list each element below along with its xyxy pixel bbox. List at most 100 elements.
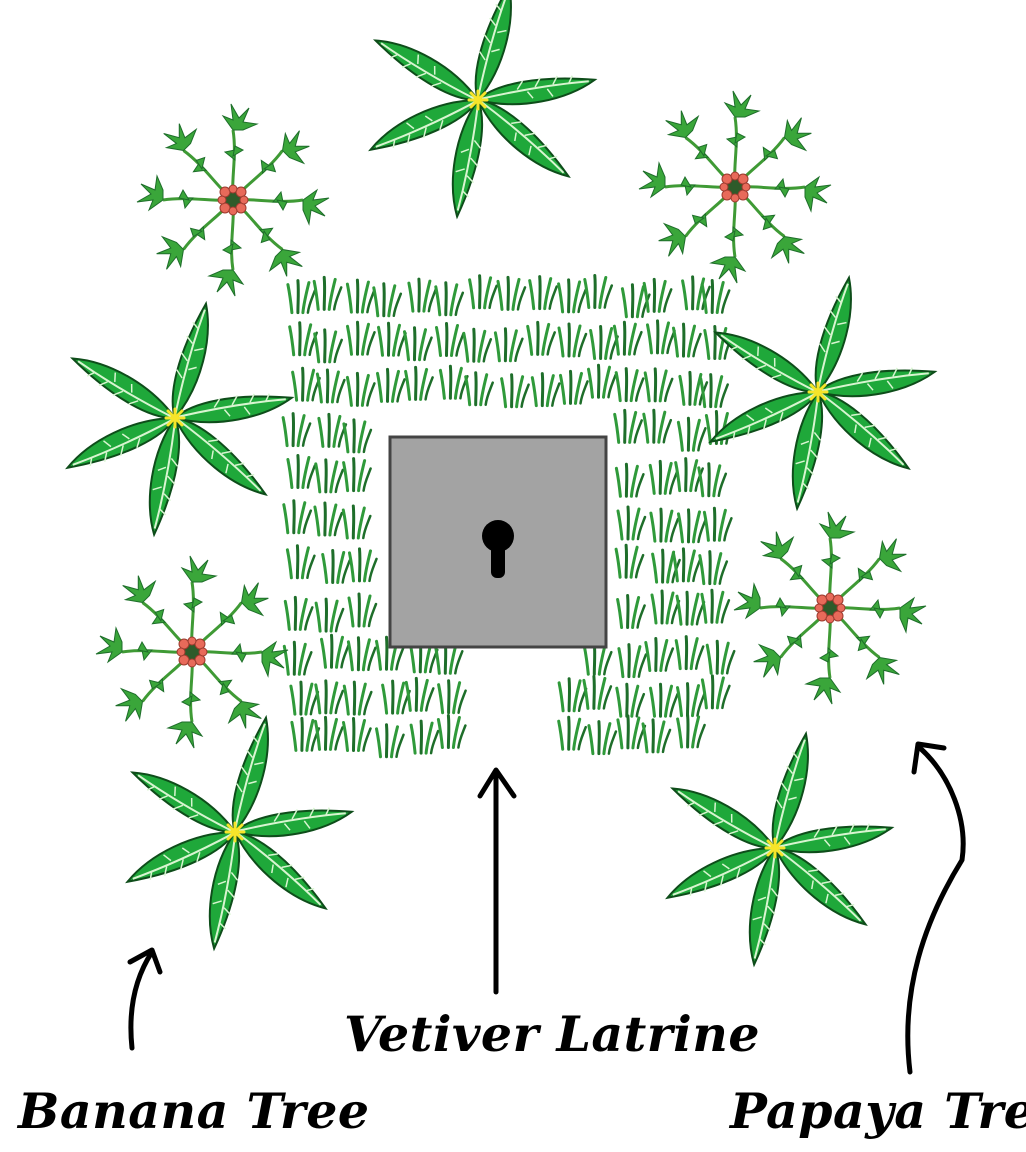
vetiver-grass-icon <box>466 373 493 405</box>
vetiver-grass-icon <box>322 635 349 667</box>
vetiver-grass-icon <box>323 551 350 583</box>
vetiver-grass-icon <box>406 367 433 399</box>
vetiver-grass-icon <box>618 716 645 748</box>
vetiver-grass-icon <box>616 369 643 401</box>
vetiver-grass-icon <box>283 414 310 446</box>
vetiver-grass-icon <box>679 510 706 542</box>
vetiver-grass-icon <box>378 369 405 401</box>
vetiver-grass-icon <box>284 501 311 533</box>
vetiver-grass-icon <box>409 279 436 311</box>
banana-tree-icon <box>661 731 893 966</box>
vetiver-grass-icon <box>645 369 672 401</box>
banana-tree-label: Banana Tree <box>18 1082 370 1140</box>
vetiver-grass-icon <box>702 590 729 622</box>
vetiver-grass-icon <box>348 322 375 354</box>
vetiver-grass-icon <box>293 368 320 400</box>
vetiver-grass-icon <box>589 365 616 397</box>
vetiver-grass-icon <box>406 678 433 710</box>
vetiver-grass-icon <box>530 277 557 309</box>
vetiver-grass-icon <box>290 323 317 355</box>
vetiver-grass-icon <box>707 641 734 673</box>
vetiver-grass-icon <box>677 592 704 624</box>
vetiver-grass-icon <box>285 597 312 629</box>
vetiver-grass-icon <box>700 552 727 584</box>
vetiver-grass-icon <box>436 283 463 315</box>
vetiver-grass-icon <box>349 594 376 626</box>
vetiver-grass-icon <box>316 599 343 631</box>
vetiver-grass-icon <box>644 410 671 442</box>
vetiver-grass-icon <box>646 639 673 671</box>
vetiver-grass-icon <box>619 645 646 677</box>
vetiver-grass-icon <box>344 420 371 452</box>
vetiver-grass-icon <box>584 676 611 708</box>
vetiver-grass-icon <box>650 461 677 493</box>
vetiver-grass-icon <box>616 464 643 496</box>
vetiver-grass-icon <box>411 721 438 753</box>
papaya-tree-icon <box>137 104 329 296</box>
vetiver-grass-icon <box>618 507 645 539</box>
vetiver-grass-icon <box>591 327 618 359</box>
vetiver-grass-icon <box>618 596 645 628</box>
vetiver-grass-icon <box>617 684 644 716</box>
vetiver-grass-icon <box>347 373 374 405</box>
vetiver-grass-icon <box>589 722 616 754</box>
vetiver-grass-icon <box>350 549 377 581</box>
vetiver-grass-icon <box>651 684 678 716</box>
papaya-tree-icon <box>96 556 288 748</box>
papaya-tree-icon <box>639 91 831 283</box>
vetiver-grass-icon <box>347 280 374 312</box>
vetiver-grass-icon <box>464 329 491 361</box>
vetiver-grass-icon <box>676 637 703 669</box>
vetiver-grass-icon <box>678 418 705 450</box>
vetiver-grass-icon <box>643 720 670 752</box>
vetiver-grass-icon <box>288 456 315 488</box>
vetiver-grass-icon <box>343 506 370 538</box>
vetiver-grass-icon <box>315 330 342 362</box>
banana-tree-icon <box>704 275 936 510</box>
vetiver-grass-icon <box>559 717 586 749</box>
vetiver-grass-icon <box>379 323 406 355</box>
papaya-tree-icon <box>734 512 926 704</box>
arrow-icon <box>908 744 963 1072</box>
latrine-icon <box>390 437 606 647</box>
vetiver-grass-icon <box>291 682 318 714</box>
vetiver-grass-icon <box>678 684 705 716</box>
vetiver-grass-icon <box>651 509 678 541</box>
banana-tree-icon <box>364 0 596 218</box>
vetiver-grass-icon <box>559 280 586 312</box>
banana-tree-icon <box>61 301 293 536</box>
arrow-icon <box>130 950 160 1048</box>
vetiver-grass-icon <box>348 638 375 670</box>
vetiver-grass-icon <box>319 414 346 446</box>
vetiver-grass-icon <box>377 725 404 757</box>
vetiver-grass-icon <box>316 460 343 492</box>
vetiver-grass-icon <box>288 281 315 313</box>
vetiver-grass-icon <box>344 682 371 714</box>
vetiver-grass-icon <box>495 329 522 361</box>
vetiver-grass-icon <box>470 276 497 308</box>
vetiver-grass-icon <box>561 371 588 403</box>
vetiver-grass-icon <box>344 459 371 491</box>
vetiver-grass-icon <box>532 374 559 406</box>
vetiver-grass-icon <box>585 276 612 308</box>
vetiver-grass-icon <box>287 546 314 578</box>
vetiver-grass-icon <box>502 375 529 407</box>
vetiver-grass-icon <box>439 681 466 713</box>
vetiver-grass-icon <box>315 503 342 535</box>
vetiver-grass-icon <box>437 324 464 356</box>
vetiver-grass-icon <box>616 545 643 577</box>
vetiver-grass-icon <box>615 410 642 442</box>
vetiver-grass-icon <box>344 719 371 751</box>
vetiver-grass-icon <box>704 508 731 540</box>
vetiver-latrine-label: Vetiver Latrine <box>344 1005 760 1063</box>
vetiver-grass-icon <box>528 322 555 354</box>
papaya-tree-label: Papaya Tree <box>730 1082 1026 1140</box>
vetiver-grass-icon <box>316 717 343 749</box>
vetiver-grass-icon <box>498 277 525 309</box>
vetiver-grass-icon <box>614 322 641 354</box>
vetiver-grass-icon <box>440 366 467 398</box>
vetiver-grass-icon <box>316 681 343 713</box>
vetiver-grass-icon <box>559 679 586 711</box>
